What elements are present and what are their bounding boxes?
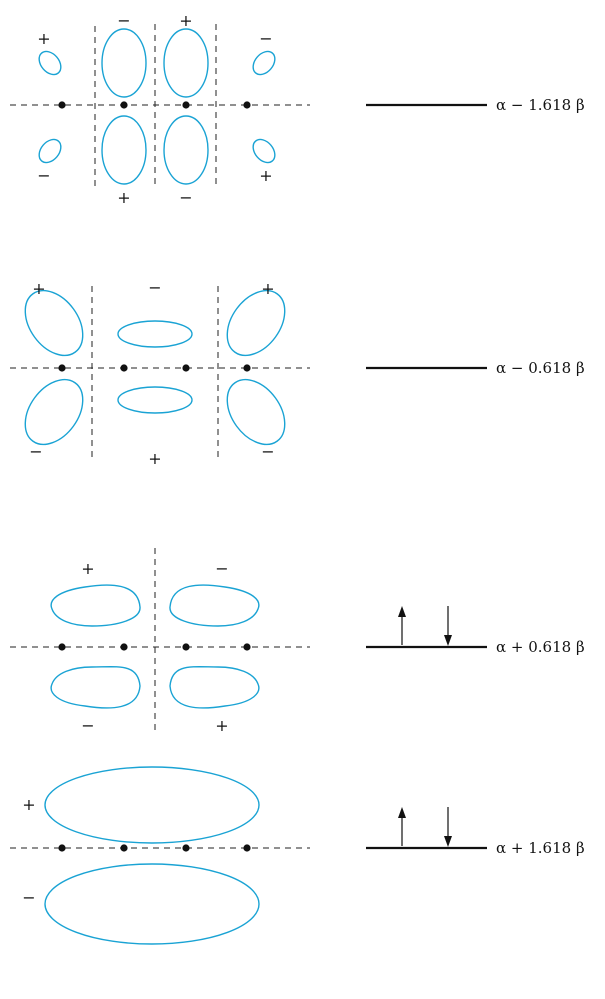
phase-sign: + <box>215 716 228 735</box>
carbon-atom <box>120 643 128 651</box>
orbital-diagram-2: + − + − + − <box>10 278 310 468</box>
electron-spin-down-arrow <box>444 807 452 847</box>
orbital-lobe <box>44 766 260 844</box>
orbital-lobe <box>169 666 260 709</box>
carbon-atom <box>182 643 190 651</box>
orbital-lobe <box>163 28 209 98</box>
phase-sign: − <box>215 559 228 578</box>
energy-label: α − 0.618 β <box>496 359 585 377</box>
carbon-atom <box>58 643 66 651</box>
phase-sign: − <box>29 442 42 461</box>
phase-sign: + <box>179 11 192 30</box>
carbon-atom <box>120 364 128 372</box>
orbital-lobe <box>252 138 276 164</box>
phase-sign: − <box>261 442 274 461</box>
electron-spin-up-arrow <box>398 606 406 645</box>
phase-sign: − <box>179 188 192 207</box>
phase-sign: + <box>148 449 161 468</box>
phase-sign: + <box>37 29 50 48</box>
orbital-lobe <box>101 28 147 98</box>
phase-sign: + <box>259 166 272 185</box>
energy-label: α + 1.618 β <box>496 839 585 857</box>
phase-sign: − <box>37 166 50 185</box>
orbital-lobe <box>117 320 193 348</box>
orbital-lobe <box>117 386 193 414</box>
orbital-lobe <box>50 666 141 709</box>
orbital-lobe <box>24 289 84 357</box>
carbon-atom <box>243 844 251 852</box>
carbon-atom <box>243 101 251 109</box>
carbon-atom <box>182 101 190 109</box>
orbital-lobe <box>163 115 209 185</box>
phase-sign: − <box>22 888 35 907</box>
phase-sign: − <box>81 716 94 735</box>
orbital-lobe <box>226 289 286 357</box>
carbon-atom <box>120 844 128 852</box>
carbon-atom <box>243 643 251 651</box>
carbon-atom <box>58 101 66 109</box>
orbital-diagram-4: + − <box>10 766 310 945</box>
carbon-atom <box>58 844 66 852</box>
phase-sign: − <box>117 11 130 30</box>
energy-label: α + 0.618 β <box>496 638 585 656</box>
phase-sign: + <box>117 188 130 207</box>
orbital-lobe <box>44 863 260 945</box>
orbital-lobe <box>169 584 260 627</box>
orbital-lobe <box>252 50 276 76</box>
phase-sign: + <box>22 795 35 814</box>
electron-spin-down-arrow <box>444 606 452 646</box>
electron-spin-up-arrow <box>398 807 406 846</box>
orbital-diagram-3: + − − + <box>10 548 310 735</box>
carbon-atom <box>243 364 251 372</box>
phase-sign: + <box>32 279 45 298</box>
energy-label: α − 1.618 β <box>496 96 585 114</box>
phase-sign: − <box>259 29 272 48</box>
orbital-lobe <box>101 115 147 185</box>
carbon-atom <box>182 844 190 852</box>
carbon-atom <box>182 364 190 372</box>
orbital-lobe <box>50 584 141 627</box>
phase-sign: − <box>148 278 161 297</box>
orbital-lobe <box>24 378 84 446</box>
carbon-atom <box>58 364 66 372</box>
phase-sign: + <box>81 559 94 578</box>
mo-level-4: + − α + 1.618 β <box>10 766 585 945</box>
carbon-atom <box>120 101 128 109</box>
mo-level-1: + − + − − + − + α − 1.618 β <box>10 11 585 207</box>
mo-level-3: + − − + α + 0.618 β <box>10 548 585 735</box>
orbital-lobe <box>38 138 62 164</box>
mo-level-2: + − + − + − α − 0.618 β <box>10 278 585 468</box>
orbital-lobe <box>38 50 62 76</box>
orbital-diagram-1: + − + − − + − + <box>10 11 310 207</box>
orbital-lobe <box>226 378 286 446</box>
phase-sign: + <box>261 279 274 298</box>
